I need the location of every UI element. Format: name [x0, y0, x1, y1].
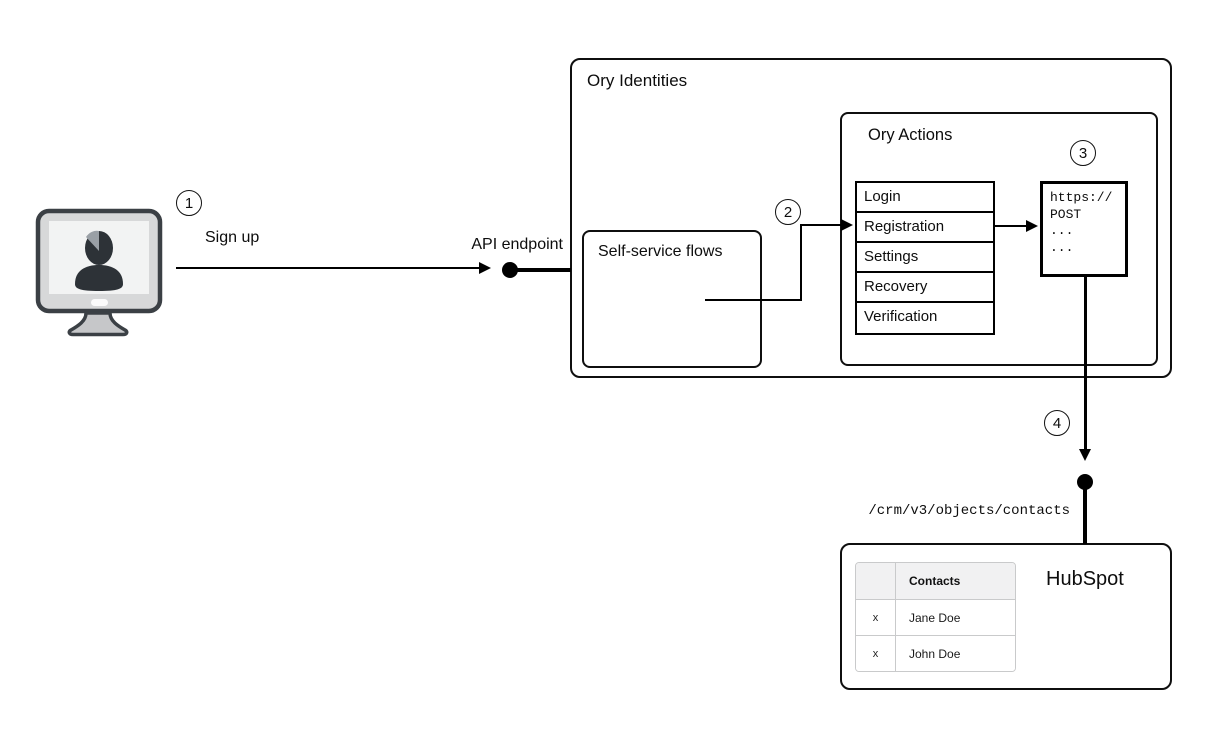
- code-line: ...: [1050, 239, 1074, 255]
- row-cell-name: John Doe: [909, 646, 961, 661]
- hubspot-title: HubSpot: [1046, 568, 1124, 590]
- contacts-table: Contacts x Jane Doe x John Doe: [855, 562, 1016, 672]
- hubspot-endpoint-node-icon: [1077, 474, 1093, 490]
- step-4-badge: 4: [1044, 410, 1070, 436]
- endpoint-to-hubspot-line: [1083, 489, 1087, 544]
- registration-to-webhook-line: [995, 225, 1027, 227]
- flow-item-login: Login: [857, 183, 993, 213]
- webhook-down-line: [1084, 277, 1087, 450]
- api-endpoint-label: API endpoint: [471, 236, 563, 253]
- step-1-badge: 1: [176, 190, 202, 216]
- user-computer-icon: [35, 208, 163, 337]
- contacts-table-header: Contacts: [856, 563, 1015, 599]
- ory-identities-title: Ory Identities: [587, 71, 688, 90]
- crm-endpoint-path-label: /crm/v3/objects/contacts: [868, 503, 1070, 519]
- self-service-flow-list: Login Registration Settings Recovery Ver…: [855, 181, 995, 335]
- flow-item-verification: Verification: [857, 303, 993, 333]
- api-endpoint-node-icon: [502, 262, 518, 278]
- table-row: x John Doe: [856, 635, 1015, 671]
- step-2-badge: 2: [775, 199, 801, 225]
- step-3-badge: 3: [1070, 140, 1096, 166]
- row-cell-x: x: [856, 636, 896, 671]
- code-line: POST: [1050, 206, 1082, 222]
- code-line: ...: [1050, 223, 1074, 238]
- signup-arrow-line: [176, 267, 480, 269]
- endpoint-to-ory-line: [517, 268, 571, 272]
- row-cell-name: Jane Doe: [909, 610, 961, 625]
- self-service-flows-title: Self-service flows: [598, 243, 723, 260]
- flow-elbow-line-top: [800, 224, 842, 226]
- flow-item-registration: Registration: [857, 213, 993, 243]
- signup-arrowhead-icon: [479, 262, 491, 274]
- flow-item-settings: Settings: [857, 243, 993, 273]
- header-cell-contacts: Contacts: [909, 574, 961, 588]
- hubspot-arrowhead-icon: [1079, 449, 1091, 461]
- flow-item-recovery: Recovery: [857, 273, 993, 303]
- registration-arrowhead-icon: [841, 219, 853, 231]
- webhook-request-box: https:// POST ... ...: [1040, 181, 1128, 277]
- flow-elbow-line-vertical: [800, 225, 802, 301]
- table-row: x Jane Doe: [856, 599, 1015, 635]
- row-cell-x: x: [856, 600, 896, 635]
- flow-elbow-line-bottom: [705, 299, 802, 301]
- code-line: https://: [1050, 190, 1113, 205]
- webhook-arrowhead-icon: [1026, 220, 1038, 232]
- header-cell-blank: [856, 563, 896, 599]
- signup-label: Sign up: [205, 229, 260, 246]
- ory-actions-title: Ory Actions: [868, 126, 953, 144]
